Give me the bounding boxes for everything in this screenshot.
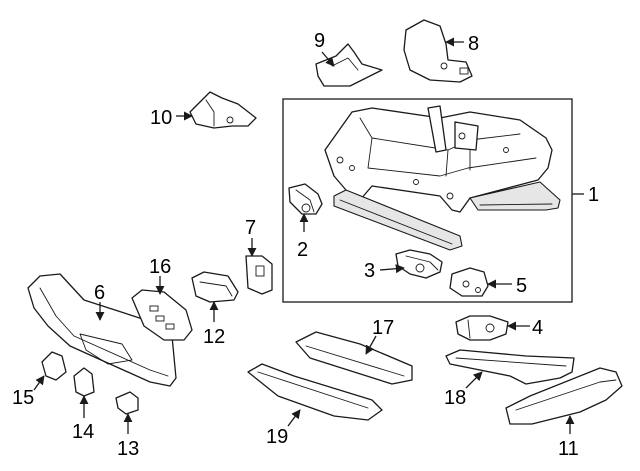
callout-16: 16 <box>149 256 171 278</box>
part-14-knob[interactable] <box>73 367 95 397</box>
part-11-trim-panel[interactable] <box>505 367 623 425</box>
callout-14: 14 <box>72 421 94 443</box>
callout-8: 8 <box>468 33 479 55</box>
assembly-group-box <box>282 98 573 303</box>
part-16-switch-bezel[interactable] <box>131 289 193 341</box>
callout-5: 5 <box>516 275 527 297</box>
part-19-trim[interactable] <box>247 363 383 421</box>
callout-19: 19 <box>266 426 288 448</box>
part-13-knob[interactable] <box>115 391 139 415</box>
part-7-bracket[interactable] <box>245 255 273 295</box>
part-1-seat-frame[interactable] <box>324 105 561 251</box>
callout-6: 6 <box>94 282 105 304</box>
callout-11: 11 <box>558 438 579 460</box>
leader-9 <box>321 51 335 67</box>
leader-19 <box>287 409 301 427</box>
part-15-knob[interactable] <box>41 351 67 381</box>
callout-18: 18 <box>444 387 466 409</box>
callout-13: 13 <box>117 438 139 460</box>
callout-7: 7 <box>245 217 256 239</box>
leader-17 <box>365 335 377 355</box>
leader-15 <box>33 375 45 391</box>
callout-1: 1 <box>588 184 599 206</box>
leader-18 <box>465 371 483 389</box>
part-12-switch[interactable] <box>191 271 239 303</box>
leader-3 <box>379 264 405 274</box>
callout-17: 17 <box>372 317 394 339</box>
callout-4: 4 <box>532 317 543 339</box>
part-3-motor[interactable] <box>395 249 443 279</box>
part-8-cover[interactable] <box>403 19 473 83</box>
callout-3: 3 <box>364 260 375 282</box>
part-2-motor[interactable] <box>288 183 323 215</box>
part-18-trim[interactable] <box>445 349 575 385</box>
part-17-trim[interactable] <box>295 331 413 385</box>
part-6-side-shield[interactable] <box>27 273 177 387</box>
callout-9: 9 <box>314 30 325 52</box>
callout-2: 2 <box>297 239 308 261</box>
callout-10: 10 <box>150 107 172 129</box>
part-5-bracket[interactable] <box>449 267 489 297</box>
callout-15: 15 <box>12 387 34 409</box>
callout-labels: 1 2 3 4 5 6 7 8 9 10 11 12 13 14 15 16 1… <box>12 30 599 460</box>
callout-12: 12 <box>203 326 225 348</box>
part-9-bracket[interactable] <box>315 43 383 87</box>
part-10-bracket[interactable] <box>189 91 257 129</box>
part-4-motor[interactable] <box>455 315 509 341</box>
leader-lines <box>33 37 584 434</box>
